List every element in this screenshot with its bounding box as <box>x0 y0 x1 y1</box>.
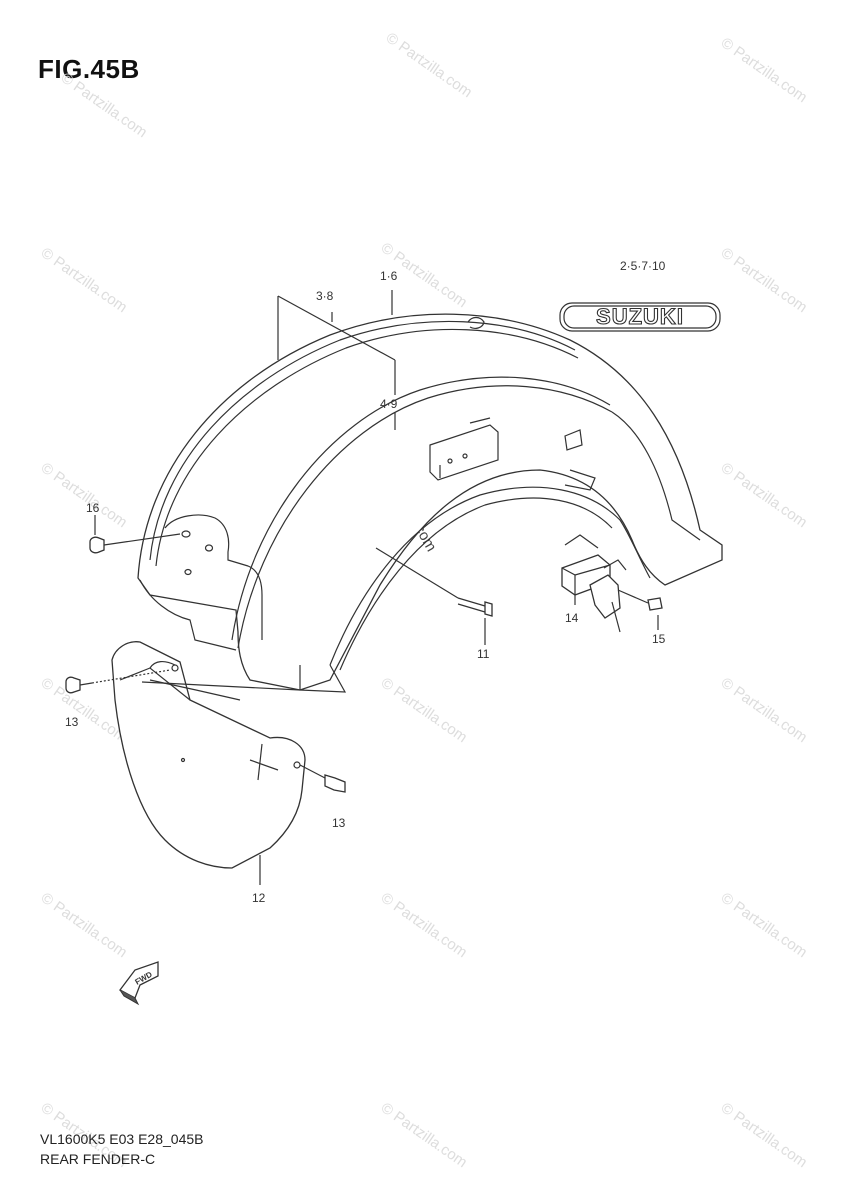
callout-13-left: 13 <box>65 715 79 729</box>
watermark: © Partzilla.com <box>718 244 811 316</box>
callout-13-right: 13 <box>332 816 346 830</box>
watermarks: © Partzilla.com © Partzilla.com © Partzi… <box>38 29 811 1171</box>
watermark: © Partzilla.com <box>718 674 811 746</box>
callout-3-8: 3·8 <box>316 289 334 303</box>
figure-name: REAR FENDER-C <box>40 1151 156 1167</box>
callout-2-5-7-10: 2·5·7·10 <box>620 259 666 273</box>
callout-12: 12 <box>252 891 266 905</box>
fwd-arrow-icon: FWD <box>119 961 159 1006</box>
watermark: © Partzilla.com <box>58 69 151 141</box>
fasteners <box>65 533 663 793</box>
watermark: © Partzilla.com <box>718 889 811 961</box>
watermark: © Partzilla.com <box>378 1099 471 1171</box>
license-lamp-assembly <box>561 534 627 633</box>
callout-4-9: 4·9 <box>380 397 398 411</box>
rear-fender <box>137 313 723 691</box>
callout-11: 11 <box>477 647 490 661</box>
figure-code: VL1600K5 E03 E28_045B <box>40 1131 204 1147</box>
callout-16: 16 <box>86 501 100 515</box>
fender-lower-cover <box>111 641 347 869</box>
callout-14: 14 <box>565 611 579 625</box>
watermark: © Partzilla.com <box>38 244 131 316</box>
callout-1-6: 1·6 <box>380 269 398 283</box>
watermark: © Partzilla.com <box>718 34 811 106</box>
callout-labels: 2·5·7·10 1·6 3·8 4·9 16 14 15 11 13 13 1… <box>65 259 666 905</box>
watermark: © Partzilla.com <box>38 889 131 961</box>
suzuki-emblem: SUZUKI <box>559 302 721 332</box>
watermark: © Partzilla.com <box>38 459 131 531</box>
emblem-text: SUZUKI <box>596 304 684 329</box>
watermark: © Partzilla.com <box>718 459 811 531</box>
watermark: © Partzilla.com <box>378 889 471 961</box>
callout-15: 15 <box>652 632 666 646</box>
figure-title: FIG.45B <box>38 54 140 84</box>
watermark: © Partzilla.com <box>378 674 471 746</box>
watermark: © Partzilla.com <box>718 1099 811 1171</box>
watermark: © Partzilla.com <box>383 29 476 101</box>
leader-lines <box>94 290 659 885</box>
